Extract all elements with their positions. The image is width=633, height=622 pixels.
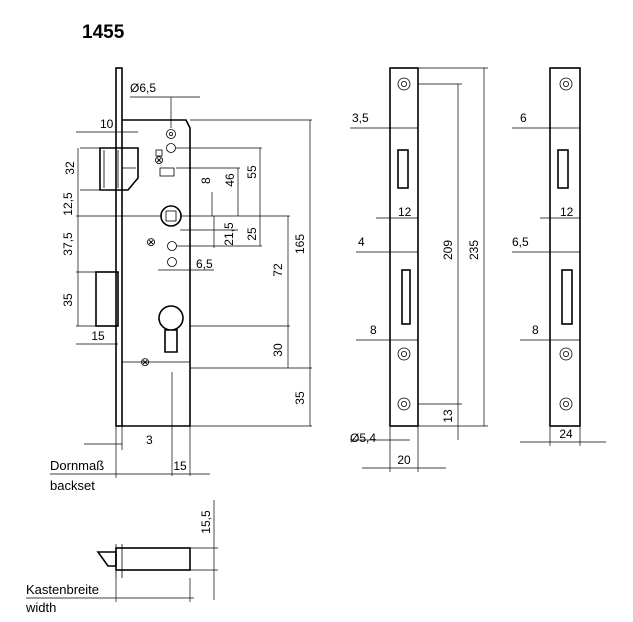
dim-21-5: 21,5 [222, 222, 236, 246]
dim-35-lower: 35 [293, 391, 307, 405]
deadbolt [95, 271, 119, 327]
fp1-dim-8: 8 [370, 323, 377, 337]
fp1-dim-13: 13 [441, 409, 455, 423]
faceplate-20: 3,5 12 4 8 209 235 13 Ø5,4 20 [350, 67, 488, 472]
deadbolt-slot [401, 269, 411, 325]
fp1-dim-3-5: 3,5 [352, 111, 369, 125]
follower-hole [160, 205, 182, 227]
dim-hole-diameter: Ø6,5 [130, 81, 156, 95]
case-side-view [115, 547, 191, 571]
model-number: 1455 [82, 22, 125, 43]
label-width: width [25, 600, 56, 615]
dim-6-5: 6,5 [196, 257, 213, 271]
latch-bolt [99, 147, 139, 191]
body-dimensions: Ø6,5 10 32 12,5 37,5 35 15 8 46 55 [50, 81, 312, 493]
cylinder-profile [158, 305, 184, 353]
dim-10: 10 [100, 117, 114, 131]
label-dornmass: Dornmaß [50, 458, 104, 473]
dim-30: 30 [271, 343, 285, 357]
dim-3: 3 [146, 433, 153, 447]
dim-square-8: 8 [199, 177, 213, 184]
svg-text:⊗: ⊗ [154, 153, 164, 167]
forend-plate [115, 67, 123, 427]
fp2-dim-12: 12 [560, 205, 574, 219]
dim-32: 32 [63, 161, 77, 175]
latch-slot [397, 149, 409, 189]
faceplate-24-outline [549, 67, 581, 427]
latch-slot-24 [557, 149, 569, 189]
fp1-dim-209: 209 [441, 240, 455, 260]
fp2-dim-6-5: 6,5 [512, 235, 529, 249]
svg-text:⊗: ⊗ [146, 235, 156, 249]
lock-case [122, 119, 191, 427]
fp1-dim-20: 20 [397, 453, 411, 467]
fp1-dim-12: 12 [398, 205, 412, 219]
dim-15-throw: 15 [91, 329, 105, 343]
fp2-dim-6: 6 [520, 111, 527, 125]
dim-12-5: 12,5 [61, 192, 75, 216]
latch-side [96, 551, 117, 567]
label-backset: backset [50, 478, 95, 493]
fp1-dim-hole-5-4: Ø5,4 [350, 431, 376, 445]
dim-72: 72 [271, 263, 285, 277]
dim-25: 25 [245, 227, 259, 241]
dim-35-deadbolt: 35 [61, 293, 75, 307]
dim-15-backset: 15 [173, 459, 187, 473]
fp2-dim-24: 24 [559, 427, 573, 441]
faceplate-20-outline [389, 67, 419, 427]
fp1-dim-235: 235 [467, 240, 481, 260]
deadbolt-slot-24 [561, 269, 573, 325]
fp2-dim-8: 8 [532, 323, 539, 337]
dim-55: 55 [245, 165, 259, 179]
dim-165: 165 [293, 234, 307, 254]
faceplate-24: 6 12 6,5 8 24 [512, 67, 606, 446]
fp1-dim-4: 4 [358, 235, 365, 249]
dim-15-5: 15,5 [199, 510, 213, 534]
side-section: 15,5 Kastenbreite width [25, 500, 218, 615]
dim-37-5: 37,5 [61, 232, 75, 256]
label-kastenbreite: Kastenbreite [26, 582, 99, 597]
dim-46: 46 [223, 173, 237, 187]
